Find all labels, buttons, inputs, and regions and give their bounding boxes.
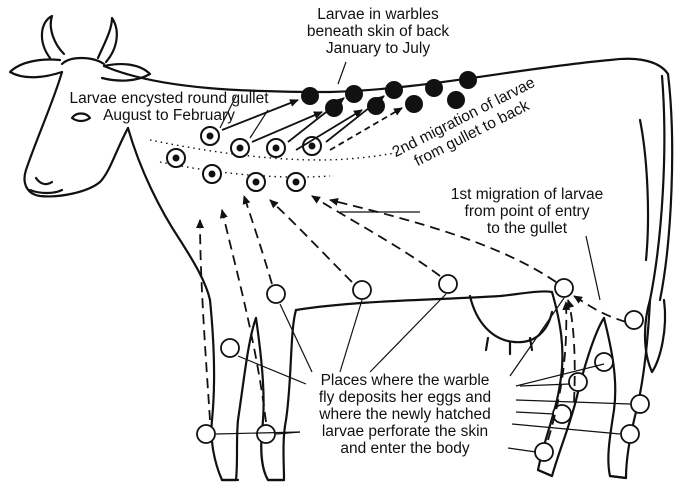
- warble-dot: [385, 81, 403, 99]
- egg-site: [621, 425, 639, 443]
- egg-site: [439, 275, 457, 293]
- egg-site: [595, 353, 613, 371]
- egg-site: [625, 311, 643, 329]
- larva-marker: [267, 139, 285, 157]
- egg-site: [197, 425, 215, 443]
- egg-site: [631, 395, 649, 413]
- label-encysted: Larvae encysted round gullet August to F…: [34, 90, 304, 124]
- warble-dot: [447, 91, 465, 109]
- warble-dot: [367, 97, 385, 115]
- larva-marker: [203, 165, 221, 183]
- egg-site: [353, 281, 371, 299]
- warble-dot: [405, 95, 423, 113]
- egg-site: [569, 373, 587, 391]
- label-egg-sites: Places where the warble fly deposits her…: [292, 372, 518, 457]
- egg-site: [267, 285, 285, 303]
- egg-site: [535, 443, 553, 461]
- label-warbles: Larvae in warbles beneath skin of back J…: [268, 6, 488, 57]
- egg-site: [555, 279, 573, 297]
- warble-dot: [425, 79, 443, 97]
- larva-marker: [247, 173, 265, 191]
- egg-site: [257, 425, 275, 443]
- egg-site: [221, 339, 239, 357]
- label-first-migration: 1st migration of larvae from point of en…: [422, 186, 632, 237]
- larva-marker: [287, 173, 305, 191]
- warble-dot: [459, 71, 477, 89]
- larva-marker: [167, 149, 185, 167]
- larva-marker: [231, 139, 249, 157]
- warble-dot: [345, 85, 363, 103]
- larva-marker: [201, 127, 219, 145]
